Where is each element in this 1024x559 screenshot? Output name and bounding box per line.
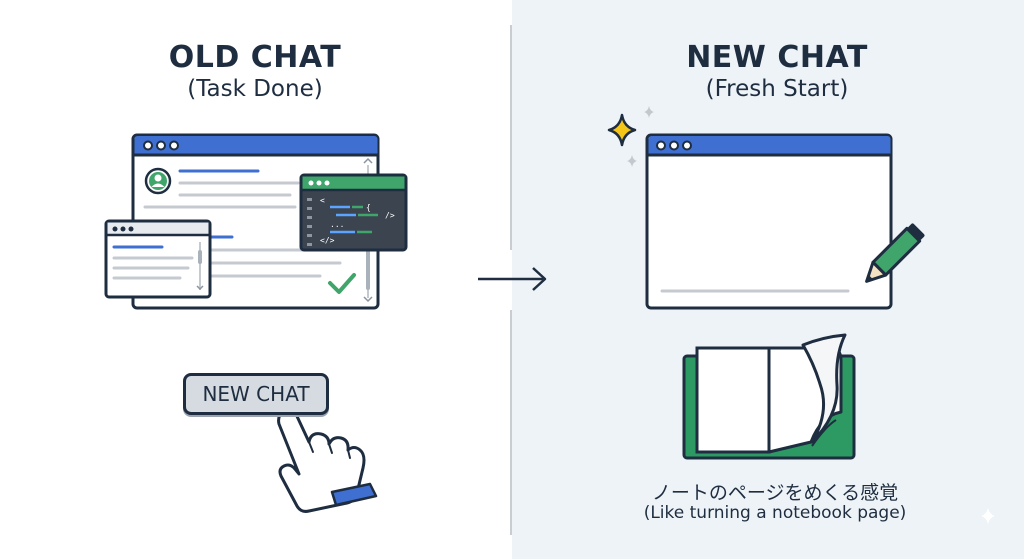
pointing-hand-icon <box>277 406 378 513</box>
new-chat-title: NEW CHAT <box>686 40 868 75</box>
pencil-icon <box>865 223 925 283</box>
svg-text:...: ... <box>330 220 344 229</box>
sparkle-icon <box>607 106 995 524</box>
old-chat-title: OLD CHAT <box>168 40 342 75</box>
svg-text:<: < <box>320 196 325 205</box>
top-divider <box>510 25 512 250</box>
svg-text:{: { <box>366 203 371 212</box>
old-chat-subtitle: (Task Done) <box>187 76 323 102</box>
notebook-caption-jp: ノートのページをめくる感覚 <box>651 482 899 504</box>
new-chat-button[interactable]: NEW CHAT <box>183 373 329 415</box>
new-chat-window <box>645 133 893 310</box>
code-window-icon: < { /> ... </> <box>299 173 408 252</box>
svg-text:/>: /> <box>385 211 395 220</box>
svg-text:</>: </> <box>320 236 335 245</box>
checkmark-icon <box>328 273 356 294</box>
notebook-caption-en: (Like turning a notebook page) <box>643 503 907 523</box>
stacked-chat-window <box>104 219 212 299</box>
new-chat-subtitle: (Fresh Start) <box>705 76 849 102</box>
bottom-divider <box>510 310 512 535</box>
notebook-icon <box>682 333 856 460</box>
avatar-icon <box>144 167 172 195</box>
arrow-right-icon <box>478 267 547 291</box>
